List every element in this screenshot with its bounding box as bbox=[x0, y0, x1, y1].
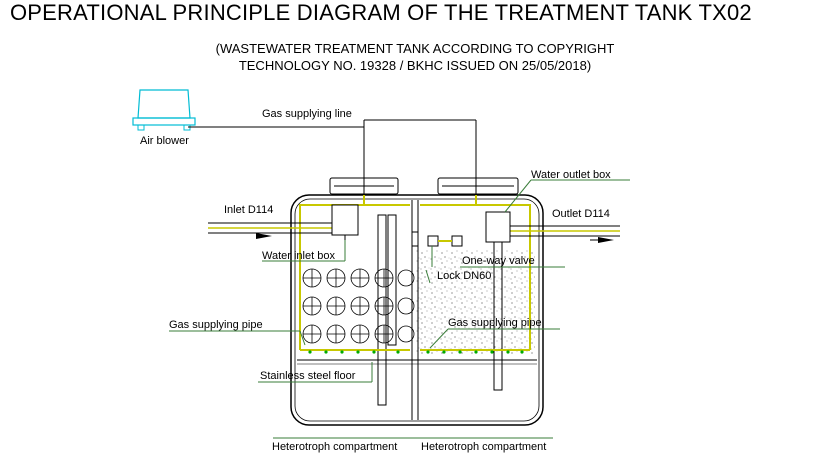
gas-supply-pipe bbox=[299, 195, 531, 351]
inlet-pipe bbox=[208, 222, 340, 239]
air-blower-label: Air blower bbox=[140, 135, 189, 147]
one-way-valve-label: One-way valve bbox=[462, 255, 535, 267]
manhole-right bbox=[437, 177, 519, 195]
lock-label: Lock DN60 bbox=[437, 270, 491, 282]
tank-body bbox=[290, 194, 544, 426]
gas-supplying-line bbox=[188, 119, 477, 200]
one-way-valve-icon bbox=[411, 231, 463, 247]
stainless-steel-floor-label: Stainless steel floor bbox=[260, 370, 356, 382]
inlet-label: Inlet D114 bbox=[224, 204, 273, 216]
internal-pipes bbox=[377, 214, 503, 406]
compartment-left-label: Heterotroph compartment bbox=[272, 441, 397, 453]
gas-diffuser-markers bbox=[308, 350, 524, 354]
water-inlet-box-label: Water inlet box bbox=[262, 250, 335, 262]
water-outlet-box bbox=[485, 211, 511, 243]
gas-supplying-pipe-right-label: Gas supplying pipe bbox=[448, 317, 542, 329]
subtitle-line-1: (WASTEWATER TREATMENT TANK ACCORDING TO … bbox=[215, 41, 615, 56]
bio-media-balls bbox=[302, 268, 415, 344]
outlet-pipe bbox=[500, 225, 620, 243]
manhole-left bbox=[329, 177, 399, 195]
air-blower-icon bbox=[132, 89, 196, 131]
water-inlet-box bbox=[331, 204, 359, 236]
compartment-right-label: Heterotroph compartment bbox=[421, 441, 546, 453]
media-fill bbox=[416, 250, 535, 356]
water-outlet-box-label: Water outlet box bbox=[531, 169, 611, 181]
diagram-title: OPERATIONAL PRINCIPLE DIAGRAM OF THE TRE… bbox=[10, 0, 752, 25]
gas-supplying-pipe-left-label: Gas supplying pipe bbox=[169, 319, 263, 331]
diagram-subtitle: (WASTEWATER TREATMENT TANK ACCORDING TO … bbox=[180, 40, 650, 74]
outlet-label: Outlet D114 bbox=[552, 208, 610, 220]
gas-supplying-line-label: Gas supplying line bbox=[262, 108, 352, 120]
subtitle-line-2: TECHNOLOGY NO. 19328 / BKHC ISSUED ON 25… bbox=[238, 58, 592, 73]
